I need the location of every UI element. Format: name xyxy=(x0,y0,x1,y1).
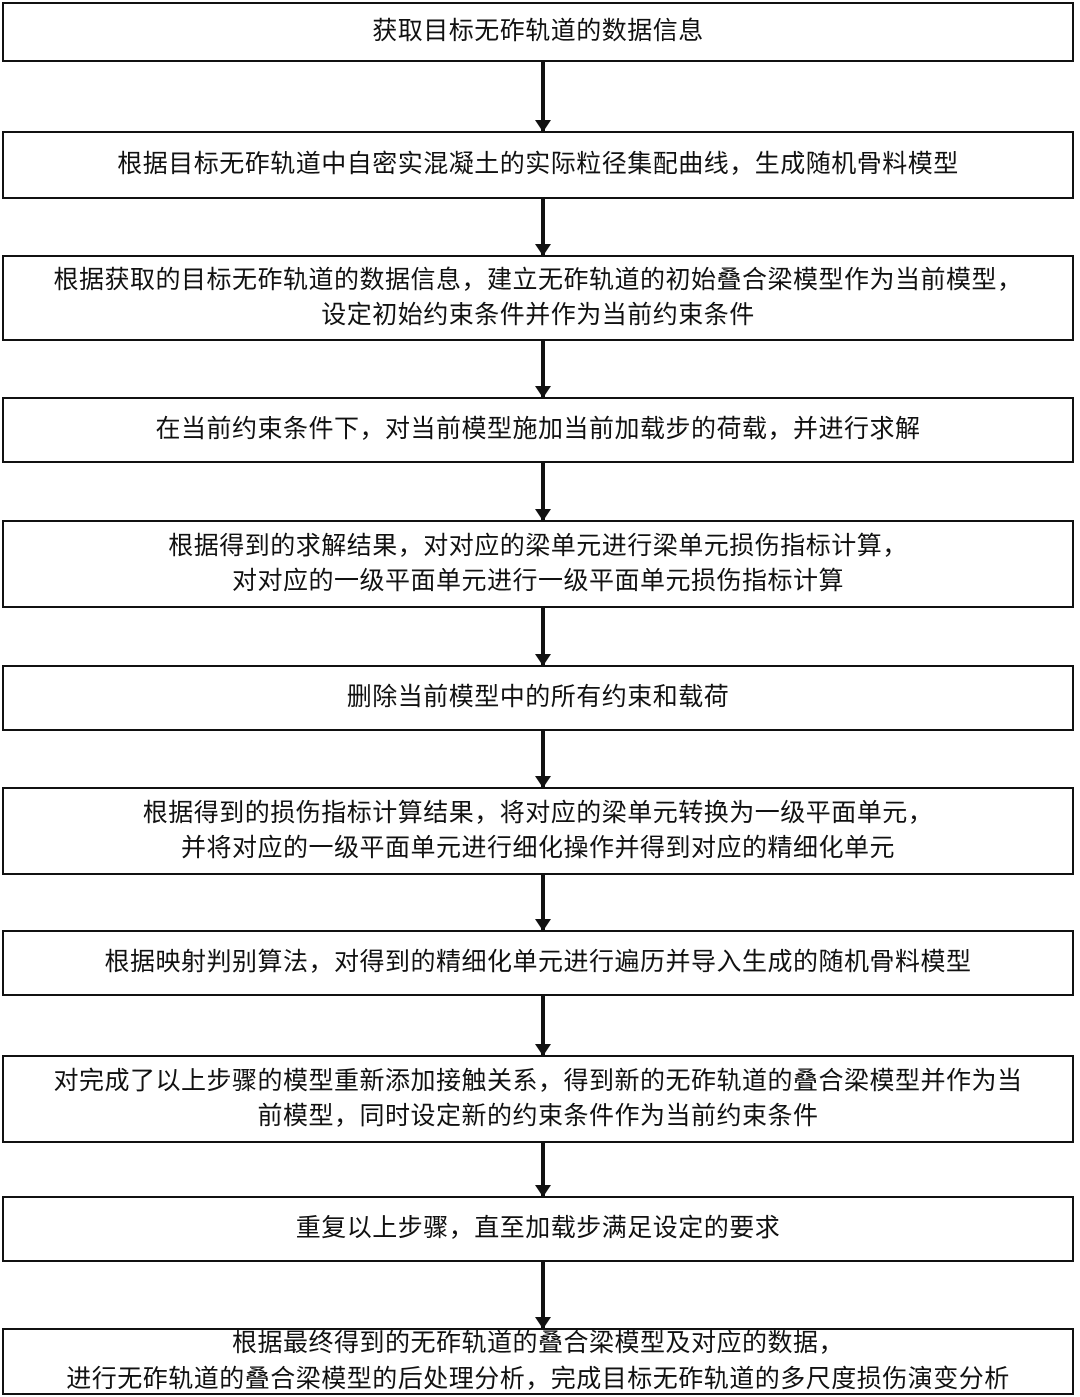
flow-connector-arrow-2 xyxy=(541,199,545,255)
flow-step-map-and-import-aggregate-model: 根据映射判别算法，对得到的精细化单元进行遍历并导入生成的随机骨料模型 xyxy=(2,930,1074,996)
flow-step-label: 根据映射判别算法，对得到的精细化单元进行遍历并导入生成的随机骨料模型 xyxy=(104,949,972,977)
flow-step-apply-load-and-solve: 在当前约束条件下，对当前模型施加当前加载步的荷载，并进行求解 xyxy=(2,397,1074,463)
flow-step-build-initial-composite-beam-model: 根据获取的目标无砟轨道的数据信息，建立无砟轨道的初始叠合梁模型作为当前模型， 设… xyxy=(2,255,1074,341)
flow-connector-arrow-4 xyxy=(541,463,545,520)
flow-step-label: 重复以上步骤，直至加载步满足设定的要求 xyxy=(295,1215,781,1243)
flow-step-label: 根据目标无砟轨道中自密实混凝土的实际粒径集配曲线，生成随机骨料模型 xyxy=(117,151,959,179)
flow-step-label: 根据最终得到的无砟轨道的叠合梁模型及对应的数据， 进行无砟轨道的叠合梁模型的后处… xyxy=(66,1330,1010,1393)
flow-step-repeat-until-load-steps-satisfied: 重复以上步骤，直至加载步满足设定的要求 xyxy=(2,1196,1074,1262)
flow-step-generate-random-aggregate-model: 根据目标无砟轨道中自密实混凝土的实际粒径集配曲线，生成随机骨料模型 xyxy=(2,131,1074,199)
flow-step-post-process-multiscale-damage-analysis: 根据最终得到的无砟轨道的叠合梁模型及对应的数据， 进行无砟轨道的叠合梁模型的后处… xyxy=(2,1328,1074,1395)
flow-step-label: 删除当前模型中的所有约束和载荷 xyxy=(346,684,730,712)
flow-step-label: 在当前约束条件下，对当前模型施加当前加载步的荷载，并进行求解 xyxy=(155,416,921,444)
flow-step-label: 根据得到的损伤指标计算结果，将对应的梁单元转换为一级平面单元， 并将对应的一级平… xyxy=(142,799,934,863)
flow-connector-arrow-10 xyxy=(541,1262,545,1328)
flow-step-convert-and-refine-elements: 根据得到的损伤指标计算结果，将对应的梁单元转换为一级平面单元， 并将对应的一级平… xyxy=(2,787,1074,875)
flow-step-label: 根据获取的目标无砟轨道的数据信息，建立无砟轨道的初始叠合梁模型作为当前模型， 设… xyxy=(53,266,1023,330)
flow-connector-arrow-6 xyxy=(541,731,545,787)
flow-step-re-add-contact-relations: 对完成了以上步骤的模型重新添加接触关系，得到新的无砟轨道的叠合梁模型并作为当 前… xyxy=(2,1055,1074,1143)
flow-connector-arrow-5 xyxy=(541,608,545,665)
flow-step-label: 获取目标无砟轨道的数据信息 xyxy=(372,18,704,46)
flow-step-acquire-data: 获取目标无砟轨道的数据信息 xyxy=(2,2,1074,62)
flow-step-label: 根据得到的求解结果，对对应的梁单元进行梁单元损伤指标计算， 对对应的一级平面单元… xyxy=(168,532,908,596)
flow-step-delete-constraints-and-loads: 删除当前模型中的所有约束和载荷 xyxy=(2,665,1074,731)
flow-step-label: 对完成了以上步骤的模型重新添加接触关系，得到新的无砟轨道的叠合梁模型并作为当 前… xyxy=(53,1067,1023,1131)
flow-connector-arrow-3 xyxy=(541,341,545,397)
flow-connector-arrow-8 xyxy=(541,996,545,1055)
flow-connector-arrow-9 xyxy=(541,1143,545,1196)
flow-step-compute-damage-index: 根据得到的求解结果，对对应的梁单元进行梁单元损伤指标计算， 对对应的一级平面单元… xyxy=(2,520,1074,608)
flow-connector-arrow-1 xyxy=(541,62,545,131)
flow-connector-arrow-7 xyxy=(541,875,545,930)
